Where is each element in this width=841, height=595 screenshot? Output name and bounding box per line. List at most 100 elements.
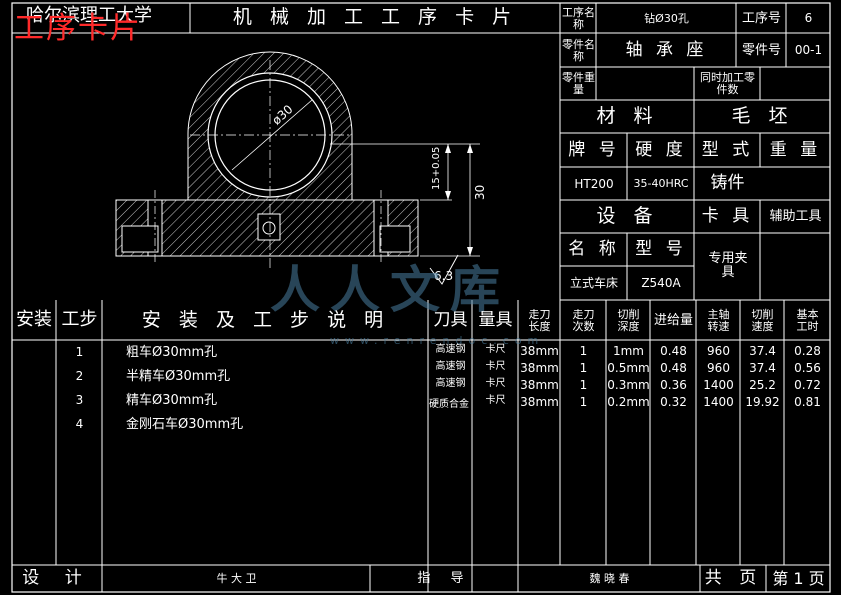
col-gauge: 量具 (478, 309, 513, 330)
part-weight-label: 零件重量 (562, 71, 595, 96)
fixture-value: 专用夹具 (708, 251, 748, 280)
roughness-value: 6.3 (434, 269, 454, 283)
row-1-time: 0.28 (794, 344, 821, 358)
row-1-gauge: 卡尺 (485, 344, 506, 355)
row-2-passes: 1 (579, 361, 588, 375)
university-name: 哈尔滨理工大学 (26, 5, 152, 26)
row-1-length: 38mm (520, 344, 559, 358)
height-dimension: 30 (473, 184, 487, 200)
row-2-speed: 960 (707, 361, 730, 375)
row-3-step: 3 (75, 393, 84, 407)
grade-label: 牌 号 (568, 139, 620, 160)
row-2-tool: 高速钢 (435, 361, 466, 372)
part-name-value: 轴 承 座 (625, 39, 708, 60)
row-4-depth: 0.2mm (607, 395, 650, 409)
row-3-length: 38mm (520, 378, 559, 392)
row-4-desc: 金刚石车Ø30mm孔 (126, 417, 244, 432)
col-step: 工步 (61, 309, 98, 331)
row-1-speed: 960 (707, 344, 730, 358)
stamp-title: 工序卡片 (14, 11, 142, 46)
guide-name: 魏 晓 春 (589, 572, 630, 586)
row-4-length: 38mm (520, 395, 559, 409)
page-number: 第 1 页 (772, 568, 825, 588)
grade-value: HT200 (574, 176, 614, 191)
material-label: 材 料 (596, 105, 659, 128)
row-2-depth: 0.5mm (607, 361, 650, 375)
equipment-name-value: 立式车床 (569, 276, 618, 291)
process-name-value: 钻Ø30孔 (644, 11, 689, 25)
process-no-value: 6 (804, 11, 813, 26)
part-no-label: 零件号 (741, 42, 781, 58)
row-4-cut-speed: 19.92 (745, 395, 780, 409)
row-3-tool: 高速钢 (435, 378, 466, 389)
row-4-step: 4 (75, 417, 84, 431)
equipment-model-value: Z540A (641, 276, 681, 291)
total-pages: 共 页 (704, 568, 763, 589)
row-2-gauge: 卡尺 (485, 361, 506, 372)
row-3-time: 0.72 (794, 378, 821, 392)
row-4-speed: 1400 (703, 395, 734, 409)
col-cut-speed: 切削速度 (751, 307, 774, 333)
aux-tool-label: 辅助工具 (769, 209, 822, 225)
row-3-cut-speed: 25.2 (749, 378, 776, 392)
row-2-feed: 0.48 (660, 361, 687, 375)
hardness-value: 35-40HRC (633, 177, 689, 191)
concurrent-parts-label: 同时加工零件数 (700, 71, 755, 96)
row-1-step: 1 (75, 345, 84, 359)
col-tool: 刀具 (433, 309, 468, 330)
row-1-passes: 1 (579, 344, 588, 358)
watermark-brand: 人人文库 (270, 261, 510, 319)
form-value: 铸件 (710, 173, 745, 194)
row-1-tool: 高速钢 (435, 344, 466, 355)
col-install: 安装 (16, 309, 52, 331)
row-4-passes: 1 (579, 395, 588, 409)
col-time: 基本工时 (796, 307, 819, 333)
row-3-speed: 1400 (703, 378, 734, 392)
part-no-value: 00-1 (794, 43, 823, 58)
equipment-name-label: 名 称 (568, 239, 620, 260)
dimensions (330, 143, 480, 285)
equipment-label: 设 备 (596, 205, 659, 228)
tolerance-dimension: 15+0.05 (431, 146, 442, 190)
fixture-label: 卡 具 (701, 206, 754, 227)
col-passes: 走刀次数 (572, 307, 595, 333)
form-label: 型 式 (701, 139, 754, 160)
row-1-feed: 0.48 (660, 344, 687, 358)
row-4-feed: 0.32 (660, 395, 687, 409)
row-4-tool: 硬质合金 (429, 399, 469, 410)
col-length: 走刀长度 (528, 307, 551, 333)
part-name-label: 零件名称 (562, 37, 595, 63)
card-title: 机 械 加 工 工 序 卡 片 (232, 6, 518, 29)
col-speed: 主轴转速 (707, 307, 730, 333)
row-2-step: 2 (75, 369, 84, 383)
designer-name: 牛 大 卫 (216, 572, 257, 586)
row-3-depth: 0.3mm (607, 378, 650, 392)
row-2-cut-speed: 37.4 (749, 361, 776, 375)
row-3-feed: 0.36 (660, 378, 687, 392)
col-desc: 安 装 及 工 步 说 明 (141, 308, 390, 331)
row-3-desc: 精车Ø30mm孔 (126, 393, 218, 408)
row-4-gauge: 卡尺 (485, 395, 506, 406)
weight-label: 重 量 (769, 139, 822, 160)
process-no-label: 工序号 (741, 10, 781, 26)
row-1-cut-speed: 37.4 (749, 344, 776, 358)
watermark-url: www.renrendoc.com (330, 334, 545, 347)
row-3-passes: 1 (579, 378, 588, 392)
process-name-label: 工序名称 (562, 5, 595, 31)
row-1-desc: 粗车Ø30mm孔 (126, 345, 218, 360)
col-depth: 切削深度 (617, 307, 640, 333)
row-2-length: 38mm (520, 361, 559, 375)
design-label: 设 计 (22, 568, 92, 589)
col-feed: 进给量 (653, 312, 693, 328)
row-2-time: 0.56 (794, 361, 821, 375)
housing-section (115, 51, 419, 270)
equipment-model-label: 型 号 (635, 239, 687, 260)
row-2-desc: 半精车Ø30mm孔 (126, 369, 231, 384)
row-4-time: 0.81 (794, 395, 821, 409)
row-1-depth: 1mm (612, 344, 644, 358)
blank-label: 毛 坯 (731, 105, 794, 128)
hardness-label: 硬 度 (635, 139, 687, 160)
row-3-gauge: 卡尺 (485, 378, 506, 389)
guide-label: 指 导 (417, 571, 472, 587)
